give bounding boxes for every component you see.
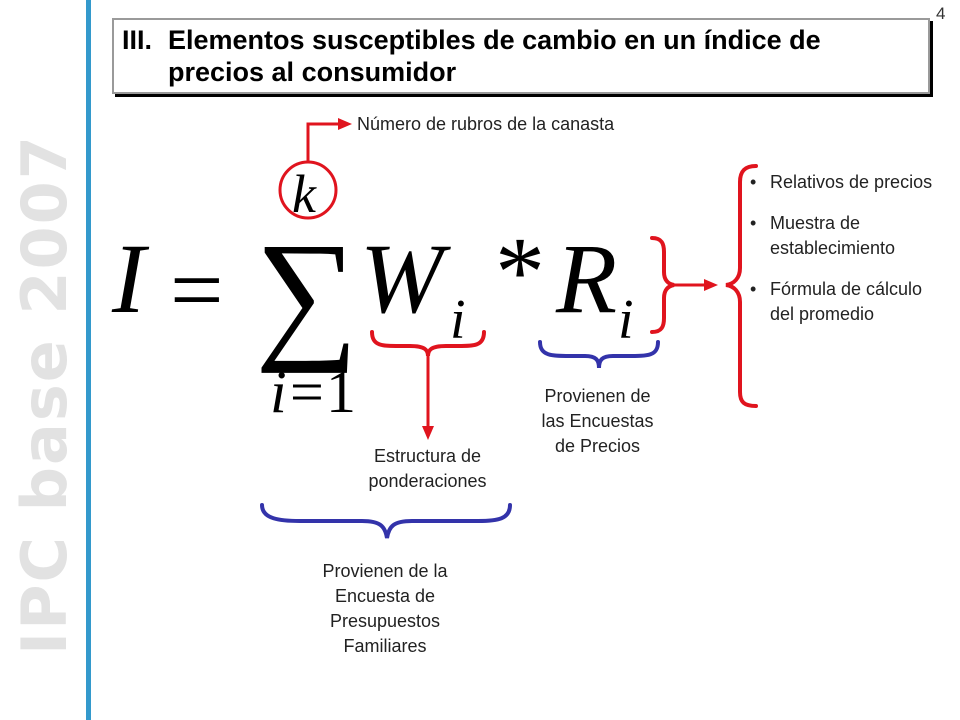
list-item: •Fórmula de cálculo del promedio: [750, 279, 923, 324]
bullet-text: Muestra de establecimiento: [770, 213, 896, 258]
relatives-right-brace: [650, 236, 675, 334]
relatives-source-line-3: de Precios: [554, 436, 641, 456]
weights-source-line-1: Provienen de la: [322, 561, 448, 581]
relatives-source-line-2: las Encuestas: [541, 411, 654, 431]
formula-sum-sign: ∑: [255, 214, 358, 374]
weights-source-line-3: Presupuestos: [329, 611, 441, 631]
formula-relative: R: [555, 223, 617, 334]
weights-source-brace: [260, 503, 512, 539]
relatives-arrowhead: [704, 279, 718, 291]
weights-structure-line-2: ponderaciones: [368, 471, 487, 491]
page-title: Elementos susceptibles de cambio en un í…: [168, 25, 821, 87]
title-numeral: III.: [122, 25, 153, 55]
formula-lower-var: i: [270, 359, 287, 425]
weights-structure-line-1: Estructura de: [373, 446, 482, 466]
formula-times: *: [495, 216, 545, 327]
weights-brace: [370, 330, 486, 357]
formula-equals: =: [170, 237, 224, 343]
bullet-text: Fórmula de cálculo del promedio: [770, 279, 923, 324]
formula-weight-sub: i: [450, 289, 466, 351]
formula-relative-sub: i: [618, 289, 634, 351]
formula-lower-eq: =: [290, 359, 324, 425]
formula-lower-val: 1: [326, 359, 356, 425]
relatives-source-label: Provienen de las Encuestas de Precios: [500, 384, 695, 459]
k-connector: [306, 122, 338, 162]
weights-source-line-4: Familiares: [343, 636, 427, 656]
weights-arrowhead: [422, 426, 434, 440]
formula-weight: W: [360, 223, 451, 334]
page-number: 4: [936, 4, 946, 23]
bullets-brace: [725, 164, 758, 408]
bullet-text: Relativos de precios: [770, 172, 933, 192]
formula-lhs: I: [111, 223, 150, 334]
title-box: III. Elementos susceptibles de cambio en…: [112, 18, 930, 94]
weights-source-label: Provienen de la Encuesta de Presupuestos…: [280, 559, 490, 659]
sidebar-accent-line: [86, 0, 91, 720]
list-item: •Muestra de establecimiento: [750, 213, 896, 258]
k-label: Número de rubros de la canasta: [357, 114, 615, 134]
relatives-brace: [538, 340, 660, 369]
weights-source-line-2: Encuesta de: [334, 586, 436, 606]
bullet-list: •Relativos de precios •Muestra de establ…: [750, 170, 950, 343]
weights-structure-label: Estructura de ponderaciones: [320, 444, 535, 494]
relatives-source-line-1: Provienen de: [544, 386, 651, 406]
k-arrowhead: [338, 118, 352, 130]
list-item: •Relativos de precios: [750, 172, 933, 192]
